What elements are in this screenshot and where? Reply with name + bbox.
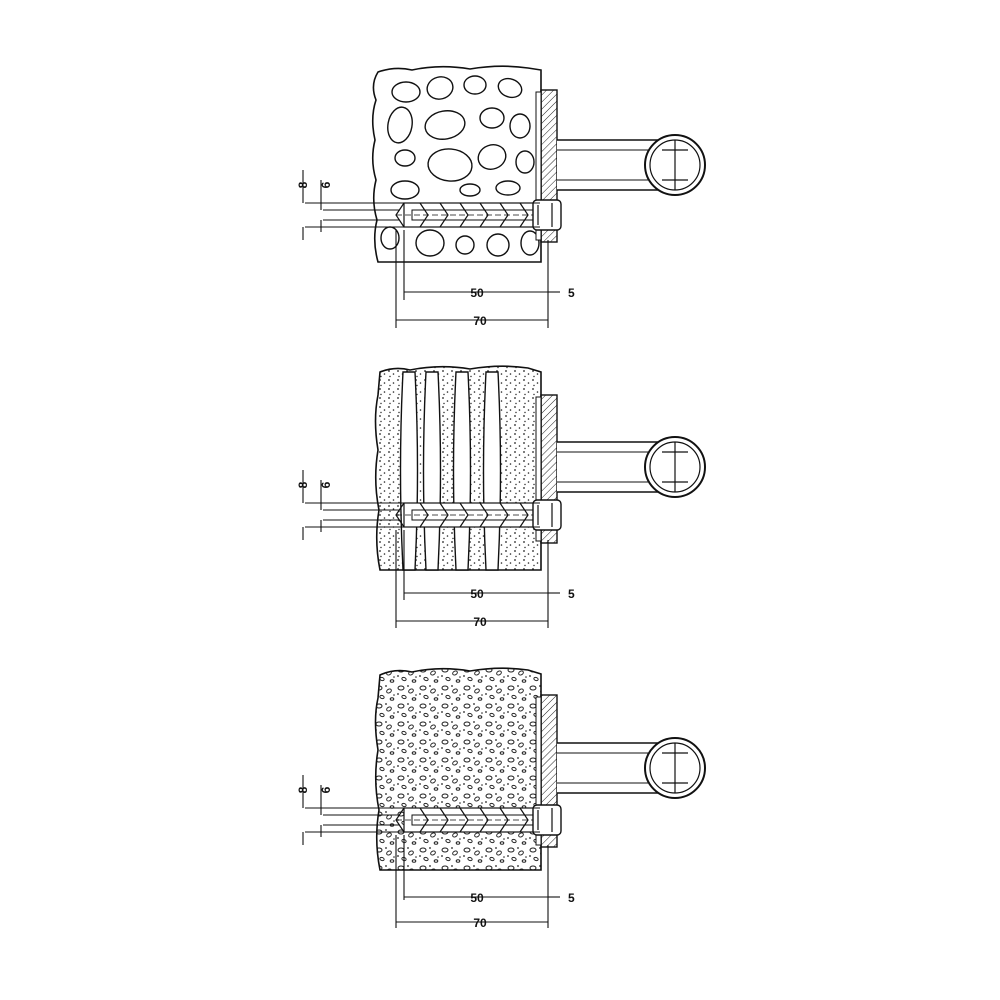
dim-5-label: 5 [568, 891, 575, 905]
stone-wall [371, 65, 542, 263]
mounting-bracket [532, 89, 562, 243]
dim-70-label: 70 [473, 615, 487, 629]
dowel-anchor [395, 807, 545, 833]
dowel-anchor [395, 202, 545, 228]
dim-6-label: 6 [319, 181, 333, 188]
dimension-lines [302, 470, 560, 628]
dim-5-label: 5 [568, 286, 575, 300]
dim-70-label: 70 [473, 314, 487, 328]
panel-lightweight-concrete: 8 6 50 5 70 [296, 667, 706, 930]
dowel-anchor [395, 502, 545, 528]
tube-rail [557, 436, 706, 498]
dimension-lines [302, 775, 560, 928]
panel-stone-wall: 8 6 50 5 70 [296, 65, 706, 328]
tube-rail [557, 134, 706, 196]
dim-8-label: 8 [296, 481, 310, 488]
dim-70-label: 70 [473, 916, 487, 930]
mounting-bracket [532, 694, 562, 848]
dim-6-label: 6 [319, 786, 333, 793]
mounting-bracket [532, 394, 562, 544]
dim-50-label: 50 [470, 891, 484, 905]
dim-6-label: 6 [319, 481, 333, 488]
dim-8-label: 8 [296, 181, 310, 188]
dimension-lines [302, 170, 560, 328]
concrete-wall [374, 667, 542, 871]
panel-perforated-brick: 8 6 50 5 70 [296, 365, 706, 629]
tube-rail [557, 737, 706, 799]
dim-50-label: 50 [470, 587, 484, 601]
dim-50-label: 50 [470, 286, 484, 300]
dim-8-label: 8 [296, 786, 310, 793]
brick-wall [374, 365, 542, 571]
dim-5-label: 5 [568, 587, 575, 601]
